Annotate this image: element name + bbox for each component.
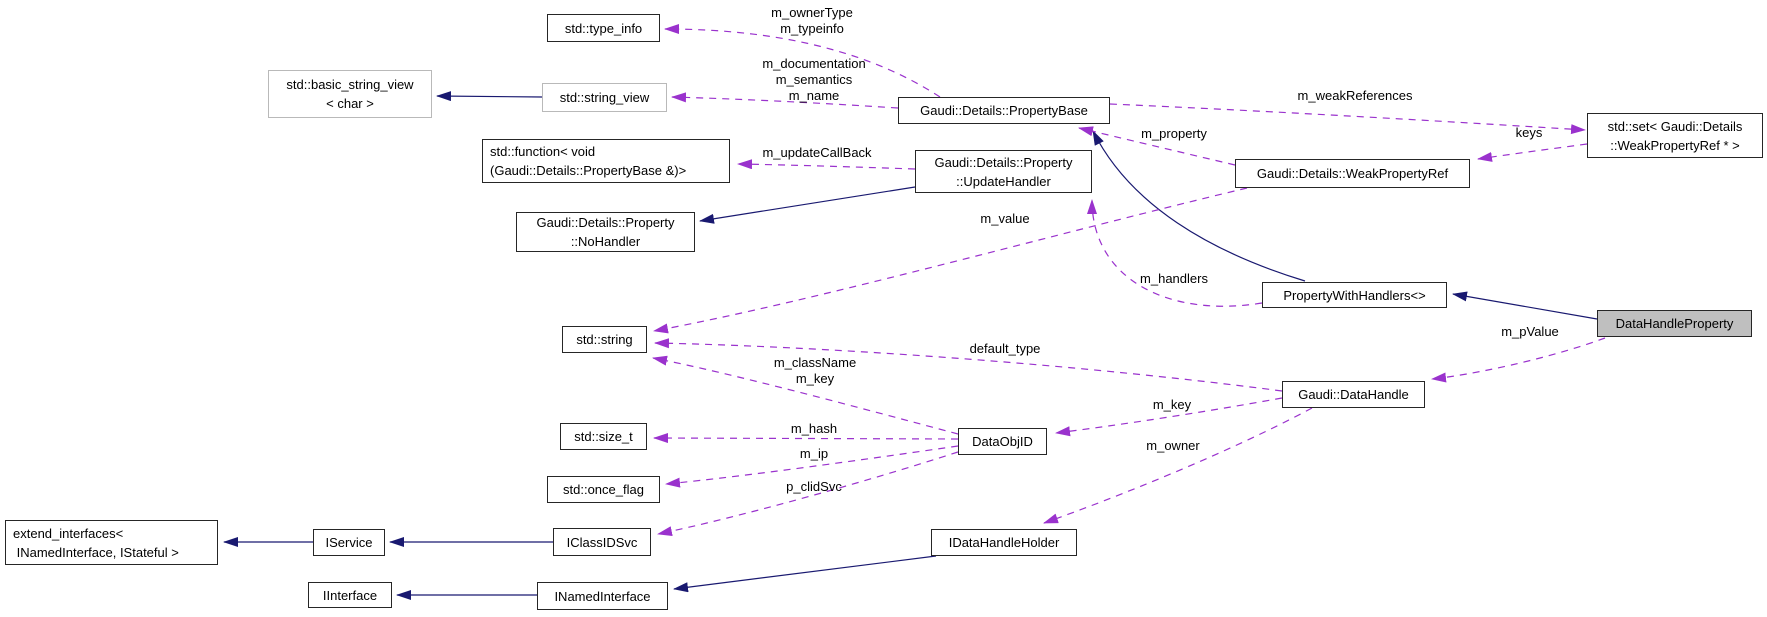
node-label: std::string [576,332,633,347]
node-label: INamedInterface, IStateful > [13,544,179,560]
edge-data-obj-id-to-iclass-id-svc [657,451,959,537]
node-label: Gaudi::Details::PropertyBase [920,103,1088,118]
node-extend-interfaces[interactable]: extend_interfaces< INamedInterface, ISta… [5,520,218,565]
node-label: ::WeakPropertyRef * > [1610,137,1740,153]
node-label: IDataHandleHolder [948,535,1060,550]
edge-std-set-weak-property-ref-to-gaudi-details-weak-property-ref [1477,143,1588,162]
node-std-size-t[interactable]: std::size_t [560,423,647,450]
edge-gaudi-data-handle-to-data-obj-id [1055,397,1283,437]
node-iclass-id-svc[interactable]: IClassIDSvc [553,528,651,556]
node-iinterface[interactable]: IInterface [308,582,392,608]
node-label: Gaudi::DataHandle [1298,387,1409,402]
edge-gaudi-details-property-base-to-std-set-weak-property-ref [1109,103,1586,135]
node-std-basic-string-view[interactable]: std::basic_string_view< char > [268,70,432,118]
node-std-function[interactable]: std::function< void(Gaudi::Details::Prop… [482,139,730,183]
edge-property-with-handlers-to-gaudi-details-property-update-handler [1087,199,1263,307]
edge-data-obj-id-to-std-string [652,355,959,435]
label-m-handlers: m_handlers [1140,271,1208,286]
node-label: INamedInterface [554,588,651,604]
label-keys: keys [1515,125,1543,140]
node-label: Gaudi::Details::WeakPropertyRef [1256,166,1449,181]
edge-gaudi-details-weak-property-ref-to-std-string [653,187,1248,334]
node-gaudi-details-property-no-handler[interactable]: Gaudi::Details::Property::NoHandler [516,212,695,252]
node-idata-handle-holder[interactable]: IDataHandleHolder [931,529,1077,556]
node-label: std::size_t [574,429,633,444]
label-m-updatecallback: m_updateCallBack [762,145,872,160]
edge-gaudi-details-property-update-handler-to-std-function [737,159,916,170]
node-std-set-weak-property-ref[interactable]: std::set< Gaudi::Details::WeakPropertyRe… [1587,113,1763,158]
node-std-once-flag[interactable]: std::once_flag [547,476,660,503]
label-m-owner: m_owner [1146,438,1200,453]
label-m-weakreferences: m_weakReferences [1297,88,1413,103]
node-label: DataHandleProperty [1615,316,1734,331]
node-label: std::string_view [559,90,650,105]
edge-property-with-handlers-to-gaudi-details-property-base [1092,130,1306,282]
node-gaudi-details-property-update-handler[interactable]: Gaudi::Details::Property::UpdateHandler [915,150,1092,193]
label-m-key-right: m_key [1152,397,1192,412]
edge-data-handle-property-to-gaudi-data-handle [1431,337,1606,383]
label-m-hash: m_hash [790,421,838,436]
node-std-string[interactable]: std::string [562,326,647,353]
node-label: < char > [326,96,374,111]
node-gaudi-data-handle[interactable]: Gaudi::DataHandle [1282,381,1425,408]
node-label: std::set< Gaudi::Details [1607,118,1743,134]
node-std-string-view[interactable]: std::string_view [542,83,667,112]
edge-gaudi-data-handle-to-std-string [654,338,1283,392]
node-label: std::basic_string_view [286,77,414,92]
edge-gaudi-details-property-update-handler-to-gaudi-details-property-no-handler [699,186,916,224]
edge-gaudi-details-weak-property-ref-to-gaudi-details-property-base [1078,126,1236,166]
label-m-property: m_property [1141,126,1207,141]
node-label: Gaudi::Details::Property [934,154,1073,170]
node-label: IClassIDSvc [566,534,638,550]
edge-data-handle-property-to-property-with-handlers [1452,291,1598,320]
node-iservice[interactable]: IService [313,529,385,556]
node-label: std::type_info [564,20,643,36]
edge-gaudi-details-property-base-to-std-string-view [671,92,899,109]
edge-gaudi-details-property-base-to-std-type-info [664,24,941,98]
edge-std-string-view-to-std-basic-string-view [436,91,543,102]
node-gaudi-details-property-base[interactable]: Gaudi::Details::PropertyBase [898,97,1110,124]
label-m-pvalue: m_pValue [1501,324,1559,339]
node-property-with-handlers[interactable]: PropertyWithHandlers<> [1262,282,1447,308]
node-data-handle-property: DataHandleProperty [1597,310,1752,337]
label-m-ip: m_ip [799,446,829,461]
node-label: extend_interfaces< [13,525,124,541]
edge-gaudi-data-handle-to-idata-handle-holder [1043,407,1313,524]
node-label: std::function< void [490,144,596,159]
node-gaudi-details-weak-property-ref[interactable]: Gaudi::Details::WeakPropertyRef [1235,159,1470,188]
node-label: IInterface [322,587,378,603]
edge-idata-handle-holder-to-inamed-interface [673,555,937,593]
edge-data-obj-id-to-std-once-flag [665,445,959,488]
node-std-type-info[interactable]: std::type_info [547,14,660,42]
edge-data-obj-id-to-std-size-t [653,433,959,444]
node-label: (Gaudi::Details::PropertyBase &)> [490,163,687,178]
label-m-value: m_value [980,211,1030,226]
node-label: IService [325,535,373,550]
node-label: ::UpdateHandler [956,173,1051,189]
node-label: Gaudi::Details::Property [536,215,675,230]
node-label: ::NoHandler [570,234,641,249]
node-inamed-interface[interactable]: INamedInterface [537,582,668,610]
label-default-type: default_type [969,341,1041,356]
node-label: DataObjID [972,434,1033,449]
node-label: PropertyWithHandlers<> [1283,287,1426,303]
node-data-obj-id[interactable]: DataObjID [958,428,1047,455]
node-label: std::once_flag [563,482,644,497]
label-p-clidsvc: p_clidSvc [786,479,842,494]
